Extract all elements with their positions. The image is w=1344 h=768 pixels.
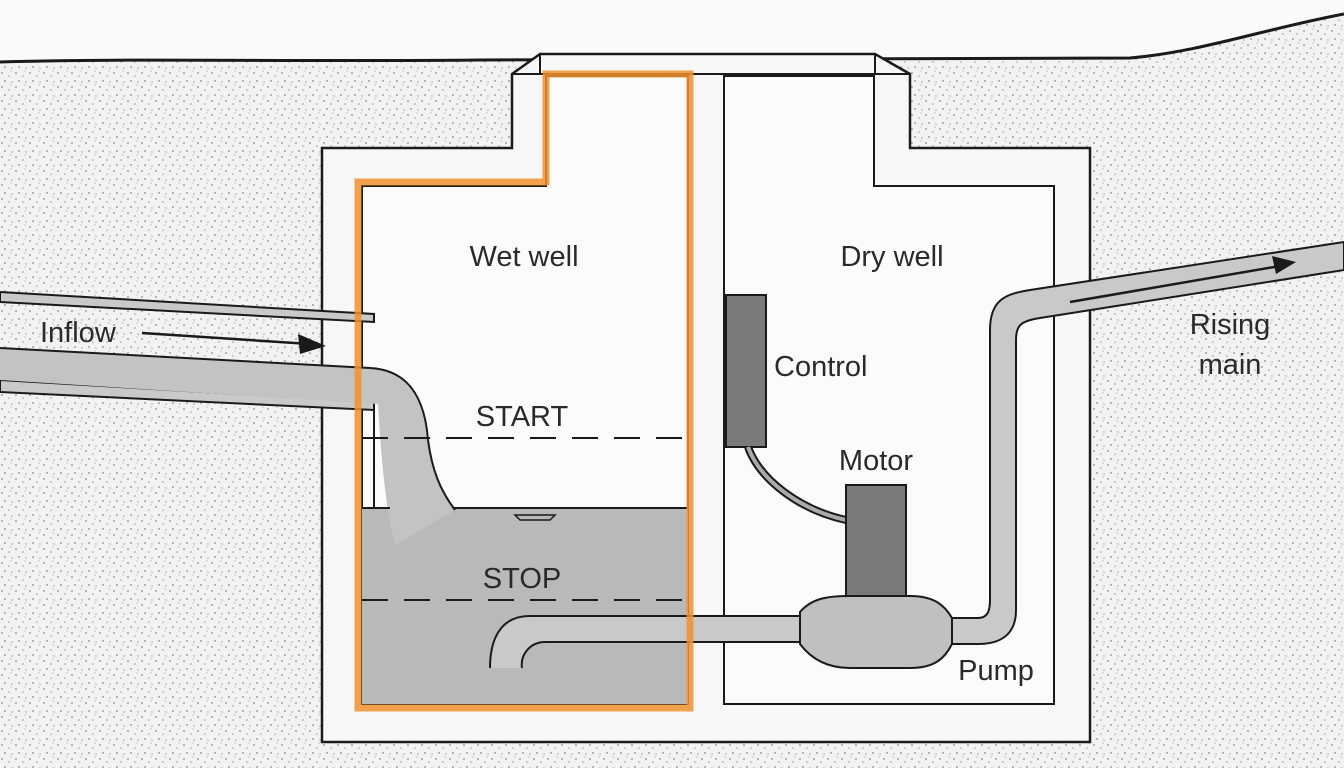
inflow-arrowhead-icon (298, 334, 326, 354)
label-stop: STOP (483, 563, 561, 595)
ground-surface (0, 12, 1344, 64)
pump (799, 595, 953, 669)
label-motor: Motor (839, 445, 913, 477)
control-panel (725, 294, 767, 448)
inflow-pipe-top (0, 290, 375, 324)
label-control: Control (774, 351, 868, 383)
inflow-arrow (141, 331, 311, 346)
wet-well-water (362, 508, 688, 704)
label-pump: Pump (958, 655, 1034, 687)
label-rising-main-2: main (1199, 349, 1262, 381)
float-switch (513, 514, 557, 521)
suction-pipe (489, 615, 801, 669)
label-start: START (476, 401, 569, 433)
inflow-stream (0, 348, 455, 545)
label-rising-main-1: Rising (1190, 309, 1271, 341)
dry-well (723, 75, 1055, 705)
label-dry-well: Dry well (840, 241, 943, 273)
motor (845, 484, 907, 598)
rising-main-arrow (1069, 264, 1281, 304)
label-inflow: Inflow (40, 317, 117, 349)
wet-well-highlight (354, 70, 694, 712)
rising-main-arrowhead-icon (1272, 256, 1296, 274)
label-wet-well: Wet well (469, 241, 578, 273)
rising-main-pipe (951, 240, 1344, 645)
